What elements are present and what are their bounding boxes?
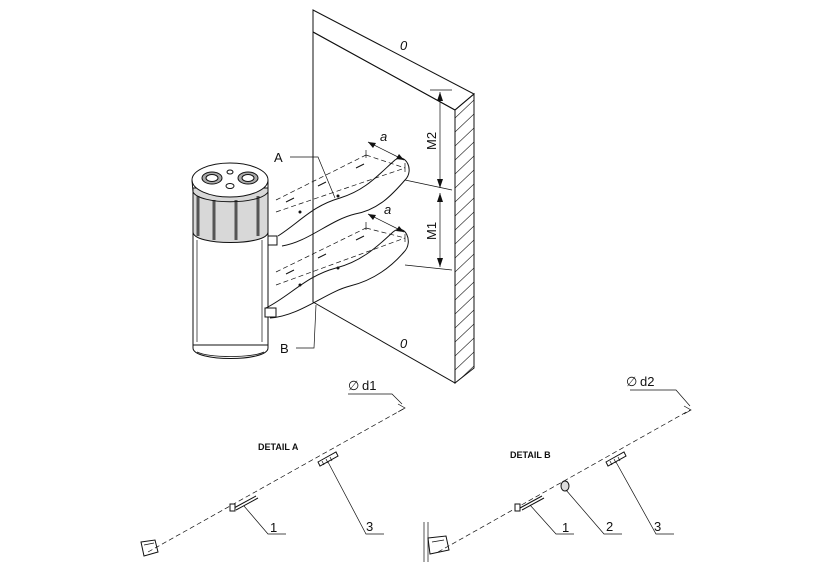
d1-leader — [348, 393, 403, 405]
duct-centerlines — [275, 154, 406, 286]
dimension-m1 — [404, 193, 453, 271]
detail-b-title: DETAIL B — [510, 450, 551, 460]
detail-a-leader-1 — [243, 505, 286, 535]
wall-section-hatch — [455, 99, 474, 383]
detail-a-title: DETAIL A — [258, 442, 299, 452]
label-b: B — [280, 341, 289, 356]
a-label-bottom: a — [384, 202, 391, 217]
detail-b-leader-3 — [615, 461, 674, 535]
detail-b-leader-1 — [529, 504, 574, 535]
detail-b-anchor — [605, 451, 627, 467]
detail-b-part-1: 1 — [562, 520, 569, 535]
detail-a-leader-3 — [327, 461, 384, 535]
detail-a-assembly — [140, 403, 406, 557]
detail-a-screw — [229, 495, 259, 512]
wall — [312, 9, 475, 385]
detail-b-part-3: 3 — [654, 519, 661, 534]
a-label-top: a — [380, 129, 387, 144]
detail-b-screw — [514, 495, 545, 512]
heat-pump-unit — [191, 162, 278, 359]
d2-label: d2 — [640, 374, 654, 389]
detail-b-assembly — [423, 405, 692, 562]
detail-b-leader-2 — [565, 489, 622, 535]
dimension-a-top — [365, 141, 406, 172]
duct-screws — [285, 163, 365, 287]
flexible-duct-a — [277, 157, 410, 247]
leader-b — [296, 304, 317, 349]
m2-label: M2 — [424, 132, 439, 150]
d1-label: d1 — [362, 378, 376, 393]
zero-mark-top: 0 — [400, 38, 408, 53]
detail-b-washer — [560, 480, 570, 492]
d1-symbol: ∅ — [348, 378, 359, 393]
zero-mark-bottom: 0 — [400, 336, 408, 351]
m1-label: M1 — [424, 222, 439, 240]
detail-a-part-1: 1 — [270, 520, 277, 535]
detail-a-anchor — [317, 451, 339, 467]
dimension-m2 — [404, 89, 453, 191]
flexible-duct-b — [265, 229, 409, 319]
d2-leader — [630, 389, 691, 407]
detail-b-part-2: 2 — [606, 519, 613, 534]
d2-symbol: ∅ — [626, 374, 637, 389]
leader-a — [290, 156, 336, 199]
dimension-a-bottom — [365, 213, 406, 242]
detail-a-part-3: 3 — [366, 519, 373, 534]
label-a: A — [274, 150, 283, 165]
